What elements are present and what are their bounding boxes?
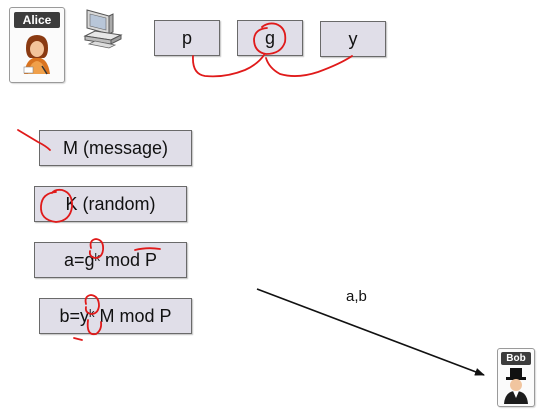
arrow-label: a,b	[346, 288, 367, 305]
alice-avatar-icon	[23, 35, 50, 75]
ink-y-link	[265, 55, 353, 77]
random-box: K (random)	[34, 186, 187, 222]
alice-label: Alice	[14, 12, 60, 28]
b-formula-right: M mod P	[94, 306, 172, 326]
param-p-text: p	[181, 28, 192, 48]
a-formula-exponent: k	[94, 252, 101, 264]
message-box: M (message)	[39, 130, 192, 166]
b-formula-left: b=y	[59, 306, 89, 326]
b-formula-box: b=yk M mod P	[39, 298, 192, 334]
b-formula-exponent: k	[89, 308, 95, 320]
alice-badge: Alice	[9, 7, 65, 83]
a-formula-box: a=gk mod P	[34, 242, 187, 278]
a-formula-left: a=g	[63, 250, 95, 270]
param-p-box: p	[154, 20, 220, 56]
bob-label: Bob	[501, 352, 531, 365]
a-formula-right: mod P	[100, 250, 158, 270]
random-text: K (random)	[65, 194, 156, 214]
bob-badge: Bob	[497, 348, 535, 407]
param-g-box: g	[237, 20, 303, 56]
message-arrow	[256, 288, 485, 376]
ink-p-link	[192, 54, 265, 78]
param-y-box: y	[320, 21, 386, 57]
ink-b-dash	[73, 337, 83, 341]
param-g-text: g	[264, 28, 275, 48]
message-text: M (message)	[62, 138, 169, 158]
param-y-text: y	[348, 29, 358, 49]
computer-icon	[83, 9, 123, 49]
bob-avatar-icon	[504, 368, 528, 404]
